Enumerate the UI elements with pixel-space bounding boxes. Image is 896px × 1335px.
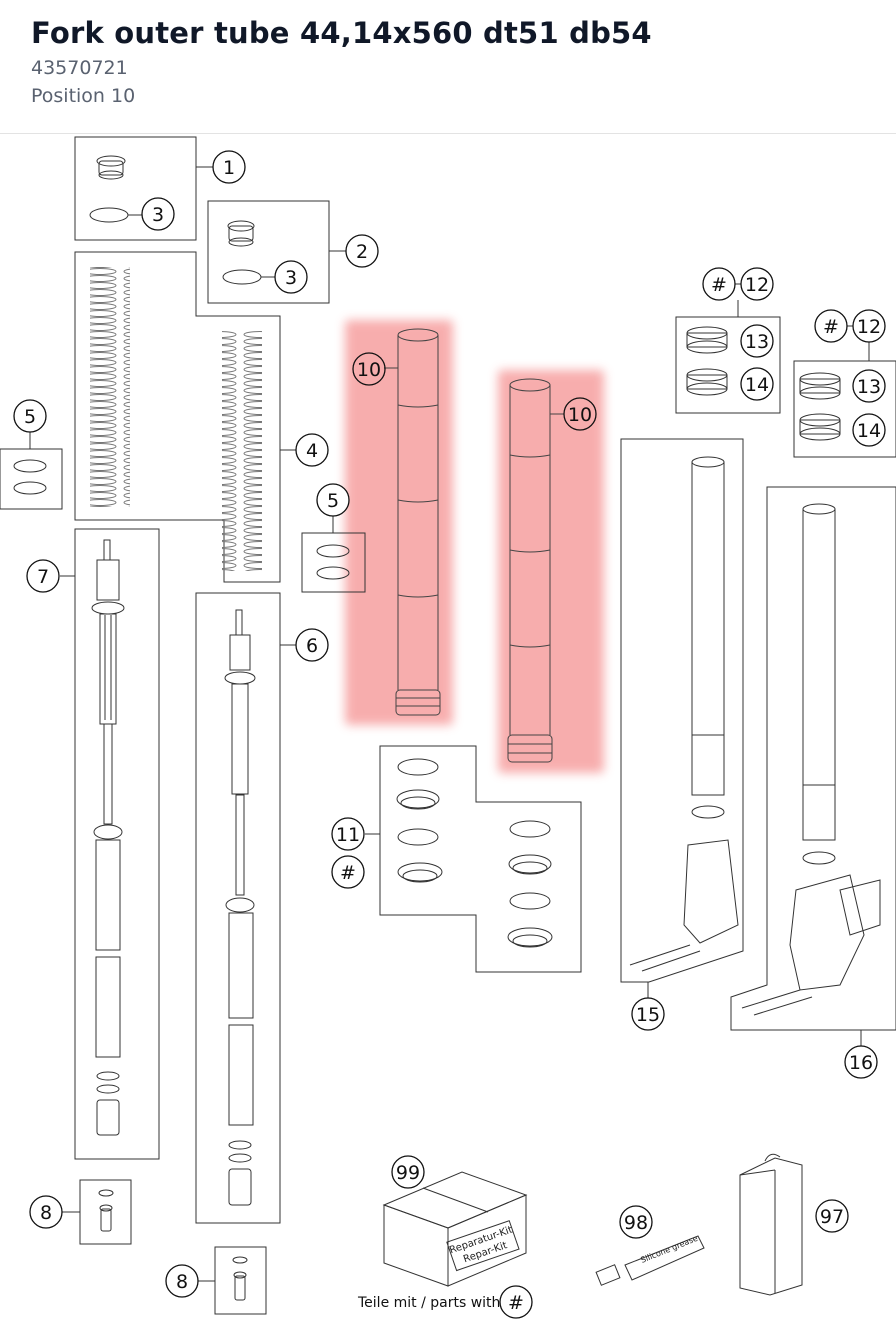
callout-14b-label: 14 xyxy=(857,420,881,442)
highlight-right-tube xyxy=(498,370,604,773)
callout-8b-label: 8 xyxy=(176,1271,188,1293)
callout-99-label: 99 xyxy=(396,1162,420,1184)
callout-12a-hash[interactable]: # xyxy=(702,267,736,301)
part-group-8-upper[interactable] xyxy=(62,1179,132,1245)
callout-14a-label: 14 xyxy=(745,374,769,396)
callout-12b-label: 12 xyxy=(857,316,881,338)
part-number: 43570721 xyxy=(31,57,128,79)
part-group-8-lower[interactable] xyxy=(197,1246,267,1315)
callout-12b[interactable]: 12 xyxy=(852,309,886,343)
grease-tube[interactable]: Silicone grease xyxy=(595,1234,705,1286)
part-group-16-inner-tube[interactable] xyxy=(730,486,896,1047)
callout-8-upper[interactable]: 8 xyxy=(29,1195,63,1229)
callout-10-left[interactable]: 10 xyxy=(352,352,386,386)
callout-11h-label: # xyxy=(340,862,356,884)
callout-4-label: 4 xyxy=(306,440,318,462)
outer-tube-left[interactable] xyxy=(384,328,441,716)
callout-98[interactable]: 98 xyxy=(619,1205,653,1239)
callout-5a-label: 5 xyxy=(24,406,36,428)
callout-97-label: 97 xyxy=(820,1206,844,1228)
callout-2-label: 2 xyxy=(356,241,368,263)
callout-8a-label: 8 xyxy=(40,1202,52,1224)
footer-note: Teile mit / parts with xyxy=(357,1295,500,1311)
callout-10a-label: 10 xyxy=(357,359,381,381)
outer-tube-right[interactable] xyxy=(507,378,564,763)
repair-kit-box[interactable]: Reparatur-Kit Repar-Kit xyxy=(382,1171,528,1287)
part-group-5-left[interactable] xyxy=(0,432,63,510)
callout-8-lower[interactable]: 8 xyxy=(165,1264,199,1298)
callout-10b-label: 10 xyxy=(568,404,592,426)
callout-14b[interactable]: 14 xyxy=(852,413,886,447)
callout-15[interactable]: 15 xyxy=(631,997,665,1031)
exploded-view-diagram: Reparatur-Kit Repar-Kit Silicone grease … xyxy=(0,136,896,1319)
callout-12ah-label: # xyxy=(711,274,727,296)
callout-7[interactable]: 7 xyxy=(26,559,60,593)
callout-11-label: 11 xyxy=(336,824,360,846)
callout-2[interactable]: 2 xyxy=(345,234,379,268)
highlight-left-tube xyxy=(345,320,453,725)
callout-3b-label: 3 xyxy=(285,267,297,289)
callout-12bh-label: # xyxy=(823,316,839,338)
callout-1-label: 1 xyxy=(223,157,235,179)
callout-3-b[interactable]: 3 xyxy=(274,260,308,294)
callout-13a[interactable]: 13 xyxy=(740,324,774,358)
highlight-position-10 xyxy=(345,320,604,773)
callout-98-label: 98 xyxy=(624,1212,648,1234)
part-group-12-right[interactable] xyxy=(793,325,896,458)
callout-13b[interactable]: 13 xyxy=(852,369,886,403)
callout-5-mid[interactable]: 5 xyxy=(316,483,350,517)
part-position: Position 10 xyxy=(31,85,136,107)
callout-11[interactable]: 11 xyxy=(331,817,365,851)
callout-14a[interactable]: 14 xyxy=(740,367,774,401)
callout-5-left[interactable]: 5 xyxy=(13,399,47,433)
callout-99[interactable]: 99 xyxy=(391,1155,425,1189)
callout-1[interactable]: 1 xyxy=(212,150,246,184)
part-group-11-seals[interactable] xyxy=(365,745,582,973)
callout-13a-label: 13 xyxy=(745,331,769,353)
callout-4[interactable]: 4 xyxy=(295,433,329,467)
part-group-6-cartridge[interactable] xyxy=(195,592,296,1224)
callout-7-label: 7 xyxy=(37,566,49,588)
callout-97[interactable]: 97 xyxy=(815,1199,849,1233)
part-group-2[interactable] xyxy=(207,200,346,304)
callout-6-label: 6 xyxy=(306,635,318,657)
callout-10-right[interactable]: 10 xyxy=(563,397,597,431)
oil-can[interactable] xyxy=(739,1153,803,1296)
callout-3a-label: 3 xyxy=(152,204,164,226)
part-header: Fork outer tube 44,14x560 dt51 db54 4357… xyxy=(0,0,896,134)
callout-12a-label: 12 xyxy=(745,274,769,296)
callout-12a[interactable]: 12 xyxy=(740,267,774,301)
part-title: Fork outer tube 44,14x560 dt51 db54 xyxy=(31,16,652,50)
grease-tube-label: Silicone grease xyxy=(639,1234,699,1265)
callout-11-hash[interactable]: # xyxy=(331,855,365,889)
callout-13b-label: 13 xyxy=(857,376,881,398)
callout-5b-label: 5 xyxy=(327,490,339,512)
callout-6[interactable]: 6 xyxy=(295,628,329,662)
callout-3-a[interactable]: 3 xyxy=(141,197,175,231)
part-group-1[interactable] xyxy=(74,136,213,241)
footer-hash-label: # xyxy=(508,1292,524,1314)
callout-16-label: 16 xyxy=(849,1052,873,1074)
footer-hash-callout: # xyxy=(499,1285,533,1319)
callout-16[interactable]: 16 xyxy=(844,1045,878,1079)
part-group-4-springs[interactable] xyxy=(74,251,296,583)
callout-12b-hash[interactable]: # xyxy=(814,309,848,343)
part-group-7-cartridge[interactable] xyxy=(60,528,160,1160)
part-group-15-inner-tube[interactable] xyxy=(620,438,744,999)
callout-15-label: 15 xyxy=(636,1004,660,1026)
part-group-5-mid[interactable] xyxy=(301,516,366,593)
